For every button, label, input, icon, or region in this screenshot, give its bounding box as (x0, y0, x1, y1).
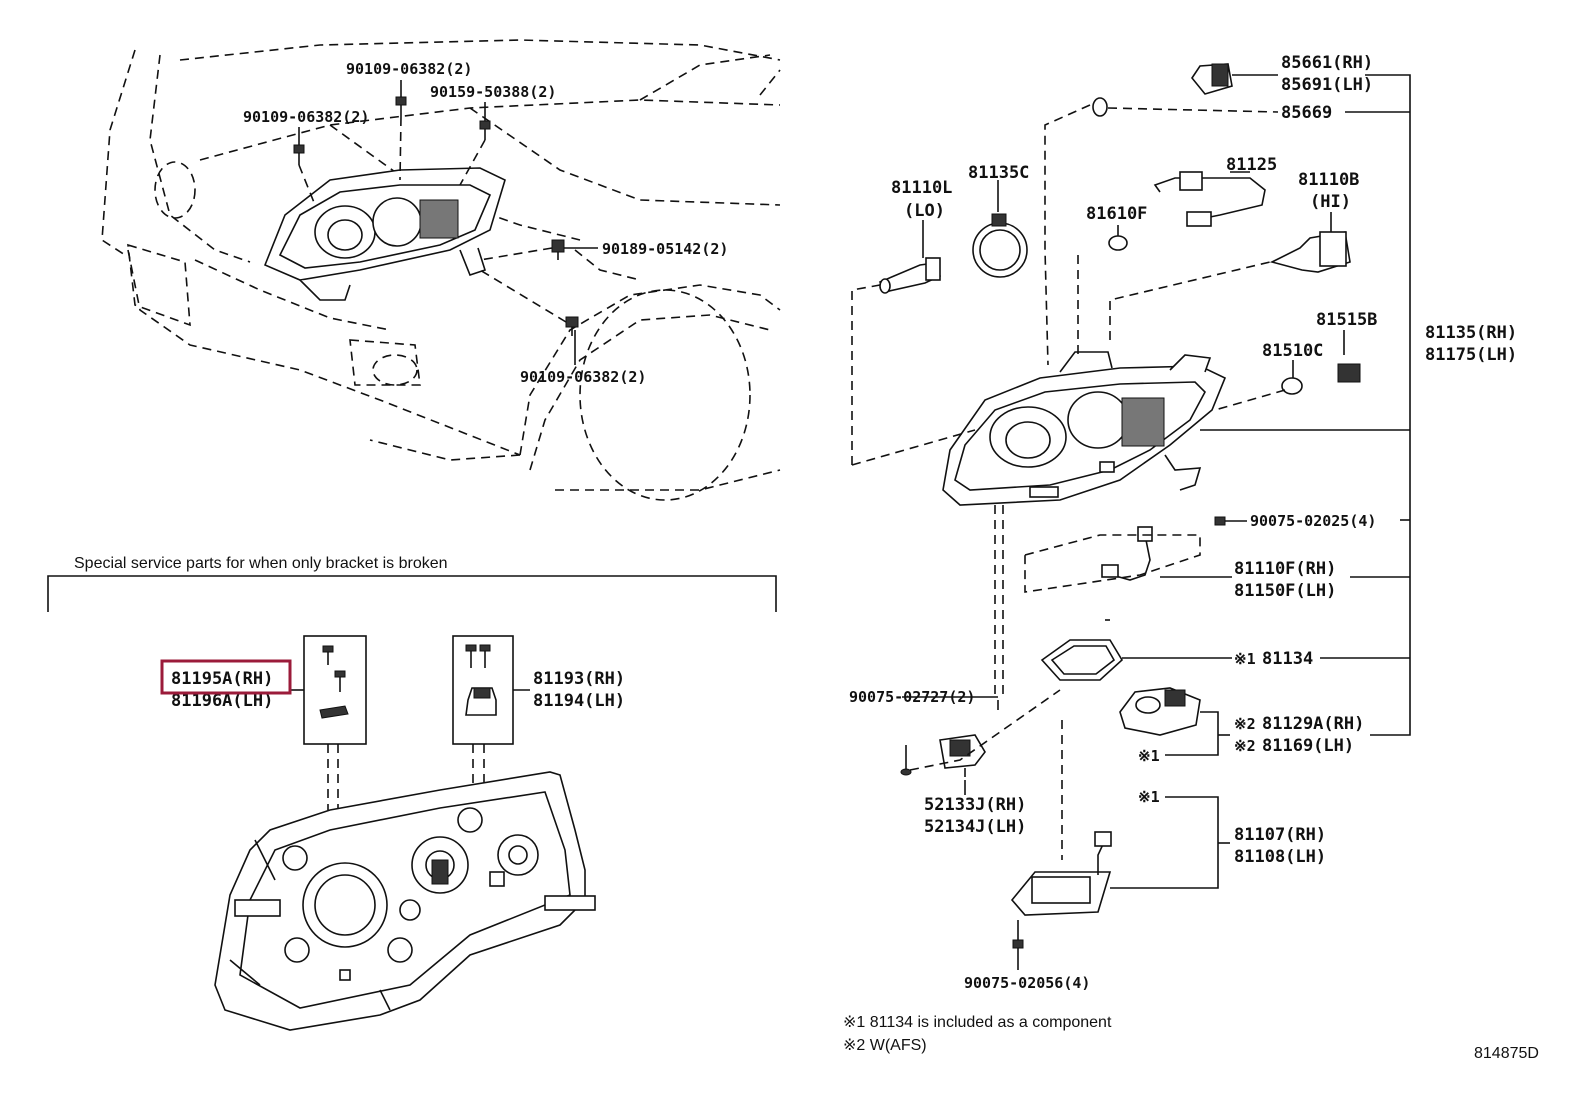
bracket-section-title: Special service parts for when only brac… (74, 555, 448, 572)
leveling-motor-icon (1119, 687, 1201, 736)
part-81169-mark: ※2 (1234, 737, 1256, 755)
low-beam-bulb-icon (878, 257, 942, 294)
bracket-kit-left (319, 645, 349, 810)
part-90075-02025-label[interactable]: 90075-02025(4) (1250, 512, 1376, 530)
part-81134-label[interactable]: 81134 (1262, 649, 1313, 669)
bolt-icon (395, 96, 407, 117)
part-90075-02727-label[interactable]: 90075-02727(2) (849, 688, 975, 706)
part-81193-label[interactable]: 81193(RH) (533, 669, 625, 689)
illustration-number: 814875D (1474, 1045, 1539, 1062)
bolt-icon (479, 120, 491, 140)
part-81110l-note: (LO) (904, 201, 945, 221)
part-81515b-label[interactable]: 81515B (1316, 310, 1377, 330)
part-81108-label[interactable]: 81108(LH) (1234, 847, 1326, 867)
part-81125-label[interactable]: 81125 (1226, 155, 1277, 175)
part-85691-label[interactable]: 85691(LH) (1281, 75, 1373, 95)
bracket-kit-right (465, 644, 497, 810)
callout-90189: 90189-05142(2) (602, 240, 728, 258)
high-beam-bulb-icon (1269, 231, 1351, 273)
part-85661-label[interactable]: 85661(RH) (1281, 53, 1373, 73)
part-81129-note: ※1 (1138, 747, 1160, 765)
bracket-kit-box-left (303, 635, 367, 745)
part-81110b-note: (HI) (1310, 192, 1351, 212)
part-81169-label[interactable]: 81169(LH) (1262, 736, 1354, 756)
ballast-computer-icon (1010, 831, 1112, 916)
footnote-1: ※1 81134 is included as a component (843, 1014, 1112, 1031)
footnote-2: ※2 W(AFS) (843, 1037, 927, 1054)
wire-harness-icon (1153, 171, 1266, 227)
bulb-retainer-ring-icon (972, 213, 1028, 278)
part-81195a-label[interactable]: 81195A(RH) (171, 669, 273, 689)
screw-icon (1012, 920, 1024, 949)
o-ring-icon (1092, 97, 1108, 117)
top-left-fasteners (293, 80, 598, 365)
screw-icon (900, 745, 912, 776)
part-52133j-label[interactable]: 52133J(RH) (924, 795, 1026, 815)
exploded-leader-lines (902, 74, 1411, 970)
part-81134-mark: ※1 (1234, 650, 1256, 668)
part-81135-label[interactable]: 81135(RH) (1425, 323, 1517, 343)
clip-icon (551, 239, 565, 260)
callout-90159: 90159-50388(2) (430, 83, 556, 101)
highlighted-part-box (160, 659, 292, 695)
top-left-headlamp (263, 167, 506, 301)
part-81129a-label[interactable]: 81129A(RH) (1262, 714, 1364, 734)
bulb-socket-icon (1191, 63, 1233, 95)
part-81610f-label[interactable]: 81610F (1086, 204, 1147, 224)
part-90075-02056-label[interactable]: 90075-02056(4) (964, 974, 1090, 992)
exploded-headlamp-body (942, 351, 1227, 506)
side-bulb-icon (1281, 377, 1303, 395)
part-81135c-label[interactable]: 81135C (968, 163, 1029, 183)
part-81110f-label[interactable]: 81110F(RH) (1234, 559, 1336, 579)
wedge-bulb-icon (1108, 235, 1128, 251)
bracket-section-frame (47, 575, 777, 612)
bolt-icon (293, 144, 305, 165)
callout-90109-top: 90109-06382(2) (346, 60, 472, 78)
leveling-sensor-icon (1101, 526, 1153, 581)
callout-90109-bottom: 90109-06382(2) (520, 368, 646, 386)
exploded-subparts (851, 63, 1361, 949)
part-81510c-label[interactable]: 81510C (1262, 341, 1323, 361)
part-81110b-label[interactable]: 81110B (1298, 170, 1359, 190)
headlamp-rear-view (214, 771, 596, 1031)
screw-icon (1214, 516, 1226, 526)
part-81175-label[interactable]: 81175(LH) (1425, 345, 1517, 365)
part-81196a-label[interactable]: 81196A(LH) (171, 691, 273, 711)
bulb-socket-small-icon (1337, 363, 1361, 383)
part-81107-note: ※1 (1138, 788, 1160, 806)
part-81107-label[interactable]: 81107(RH) (1234, 825, 1326, 845)
bolt-icon (565, 316, 579, 336)
part-52134j-label[interactable]: 52134J(LH) (924, 817, 1026, 837)
part-85669-label[interactable]: 85669 (1281, 103, 1332, 123)
vehicle-front-illustration (101, 39, 781, 501)
part-81150f-label[interactable]: 81150F(LH) (1234, 581, 1336, 601)
part-81129a-mark: ※2 (1234, 715, 1256, 733)
part-81194-label[interactable]: 81194(LH) (533, 691, 625, 711)
callout-90109-left: 90109-06382(2) (243, 108, 369, 126)
part-81110l-label[interactable]: 81110L (891, 178, 952, 198)
